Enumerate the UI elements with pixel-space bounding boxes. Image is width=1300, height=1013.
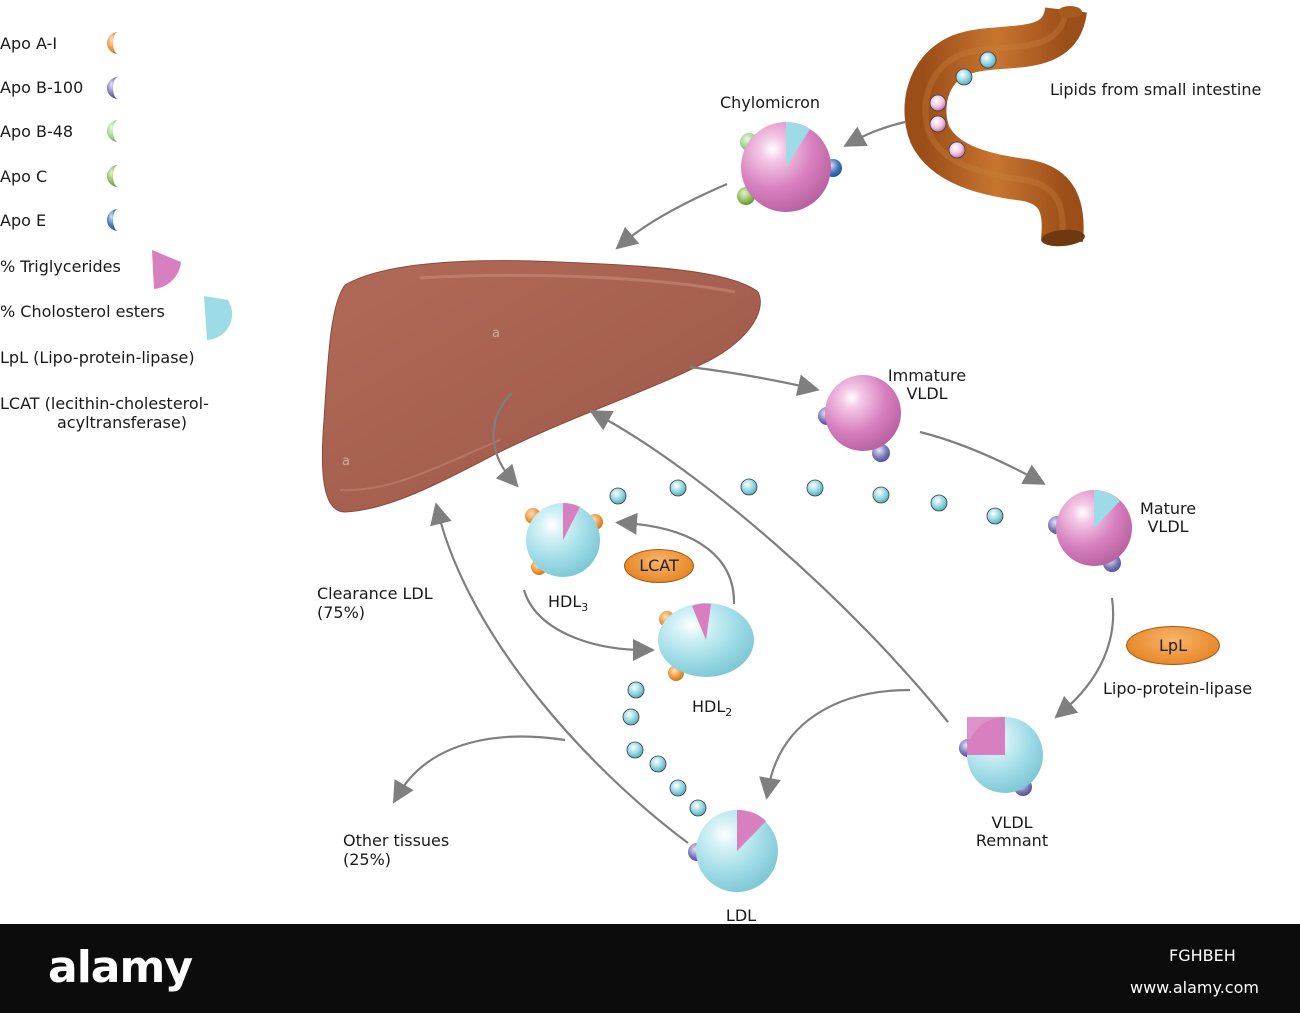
other-tissues-label-line2: (25%) [343,850,392,869]
legend-lpl-label: LpL (Lipo-protein-lipase) [0,348,195,367]
lcat-enzyme-badge: LCAT [624,549,694,583]
clearance-ldl-label-line1: Clearance LDL [317,584,433,603]
immature-vldl-label-line2: VLDL [906,384,948,403]
lipid-dot [979,51,997,69]
immature-vldl-label-line1: Immature [887,366,967,385]
arrow-mature-vldl-to-remnant [1054,597,1115,719]
hdl3-particle [525,502,603,577]
vldl-remnant-label-line2: Remnant [975,831,1049,850]
watermark-footer: alamy FGHBEH www.alamy.com [0,924,1300,1013]
cholesterol-wedge-icon [204,296,233,340]
lpl-full-label: Lipo-protein-lipase [1103,679,1253,698]
arrow-to-other-tissues [392,735,566,804]
arrow-liver-to-immature-vldl [689,365,820,397]
arrow-immature-to-mature-vldl [919,430,1046,485]
arrow-intestine-to-chylomicron [843,120,906,147]
ldl-label: LDL [725,906,757,925]
apo-a1-icon [107,32,118,54]
svg-text:a: a [342,454,350,469]
lpl-enzyme-badge: LpL [1126,626,1220,665]
liver: a a [321,260,761,513]
legend-lcat-label-line1: LCAT (lecithin-cholesterol- [0,394,209,413]
legend-apo-e-label: Apo E [0,211,47,230]
hdl3-subscript: 3 [581,601,589,615]
chylomicron-particle [737,122,842,212]
lipid-dot [929,94,947,112]
triglycerides-wedge-icon [152,250,181,289]
flow-arrows [392,120,1115,844]
arrow-remnant-to-ldl [759,688,911,800]
other-tissues-label-line1: Other tissues [343,831,450,850]
intestine-label: Lipids from small intestine [1050,80,1262,99]
arrow-hdl3-to-hdl2 [522,589,655,661]
arrow-liver-to-hdl3 [492,392,519,488]
legend-icons [107,32,233,340]
mature-vldl-label-line1: Mature [1139,499,1197,518]
vldl-remnant-label-line1: VLDL [991,813,1033,832]
arrow-chylomicron-to-liver [615,182,728,250]
lipid-dot [948,141,966,159]
svg-text:a: a [492,326,500,341]
hdl3-label: HDL3 [548,592,589,615]
arrow-hdl2-to-hdl3 [615,512,736,605]
chylomicron-label: Chylomicron [720,93,820,112]
apo-b100-icon [107,77,118,99]
legend-cholesterol-esters-label: % Cholosterol esters [0,302,165,321]
image-id: FGHBEH [1169,946,1236,965]
legend-apo-b100-label: Apo B-100 [0,78,84,97]
apo-b48-icon [107,120,118,142]
arrow-ldl-to-liver [430,502,689,844]
legend-triglycerides-label: % Triglycerides [0,257,121,276]
small-intestine [904,5,1087,247]
ldl-particle [688,809,778,892]
alamy-logo: alamy [48,942,193,993]
legend-apo-b48-label: Apo B-48 [0,122,74,141]
alamy-url: www.alamy.com [1130,978,1259,997]
vldl-remnant-particle [959,717,1043,796]
cholesterol-dots-hdl-to-ldl [622,681,707,817]
clearance-ldl-label-line2: (75%) [317,603,366,622]
apo-c-icon [107,165,118,187]
legend-apo-a1-label: Apo A-I [0,34,58,53]
arrow-remnant-to-liver [589,410,949,723]
apo-e-icon [107,209,118,231]
lipid-dot [929,115,947,133]
legend-apo-c-label: Apo C [0,167,48,186]
lipid-dot [955,68,973,86]
mature-vldl-label-line2: VLDL [1147,517,1189,536]
hdl2-subscript: 2 [725,706,733,720]
hdl2-label: HDL2 [692,697,733,720]
cholesterol-dots-vldl-to-hdl [609,478,1004,525]
mature-vldl-particle [1048,490,1132,572]
legend-lcat-label-line2: acyltransferase) [57,413,187,432]
lipoprotein-metabolism-diagram: a a [107,5,1132,892]
hdl2-particle [658,603,754,681]
immature-vldl-particle [818,375,901,462]
